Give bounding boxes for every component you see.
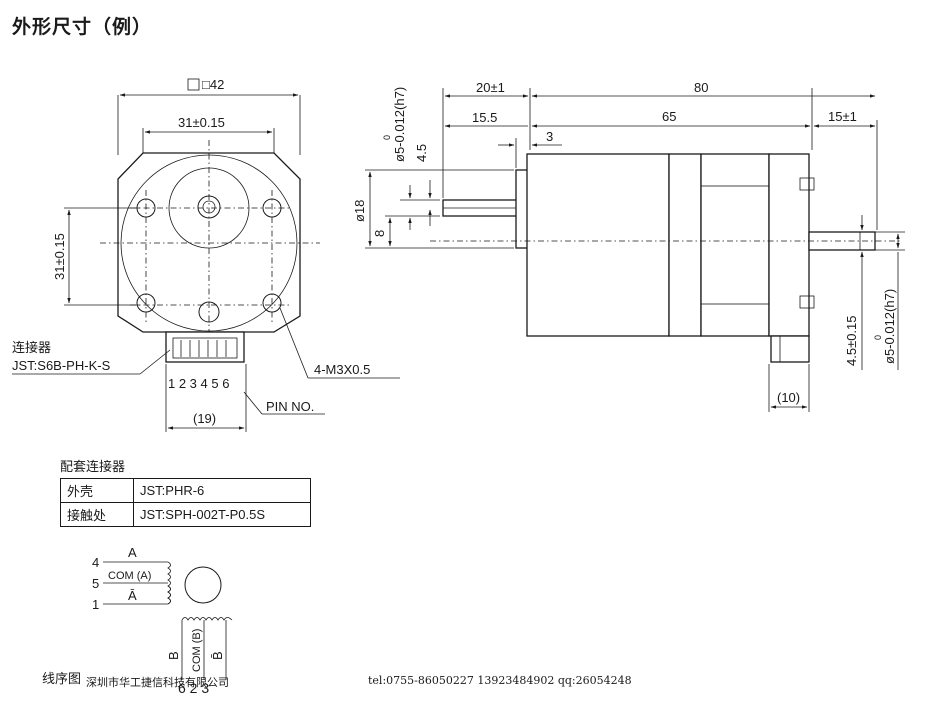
side-view: 20±1 80 15.5 65 15±1 3 ø18 8 ø5-0.012(h7… xyxy=(352,80,905,412)
connector-depth-label: (10) xyxy=(777,390,800,405)
phase-b-label: B xyxy=(166,651,181,660)
pin-numbers: 1 2 3 4 5 6 xyxy=(168,376,229,391)
hole-pitch-horizontal-label: 31±0.15 xyxy=(178,115,225,130)
dim-8-label: 8 xyxy=(372,230,387,237)
connector-label: 连接器 xyxy=(12,340,51,356)
connector-width-label: (19) xyxy=(193,411,216,426)
wiring-diagram: 4 5 1 A COM (A) Ā B COM (B) B̄ 6 2 3 线序图 xyxy=(42,545,233,696)
flat-depth-label: 4.5 xyxy=(414,144,429,162)
shaft-diameter-rear-label: ø5-0.012(h7) xyxy=(882,289,897,364)
rear-flat-label: 4.5±0.15 xyxy=(844,315,859,366)
table-row: 接触处 JST:SPH-002T-P0.5S xyxy=(60,502,311,527)
boss-diameter-label: ø18 xyxy=(352,200,367,222)
total-length-label: 80 xyxy=(694,80,708,95)
phase-b-bar-label: B̄ xyxy=(210,651,225,660)
rotor-circle xyxy=(184,566,222,604)
boss-height-label: 3 xyxy=(546,129,553,144)
wiring-caption: 线序图 xyxy=(42,672,81,687)
shaft-diameter-front-tolerance: 0 xyxy=(382,135,392,140)
front-view: □42 31±0.15 31±0.15 xyxy=(12,77,400,432)
table-cell-name: 接触处 xyxy=(60,502,134,527)
wire-4-label: 4 xyxy=(92,555,99,570)
body-length-label: 65 xyxy=(662,109,676,124)
pin-number-label: PIN NO. xyxy=(266,399,314,414)
connector-model: JST:S6B-PH-K-S xyxy=(12,358,111,373)
hole-pitch-vertical-label: 31±0.15 xyxy=(52,233,67,280)
wire-5-label: 5 xyxy=(92,576,99,591)
wire-1-label: 1 xyxy=(92,597,99,612)
screw-label: 4-M3X0.5 xyxy=(314,362,370,377)
phase-a-bar-label: Ā xyxy=(128,588,137,603)
table-cell-value: JST:PHR-6 xyxy=(133,478,311,503)
frame-size-label: □42 xyxy=(202,77,224,92)
table-row: 外壳 JST:PHR-6 xyxy=(60,478,311,503)
connector xyxy=(165,331,245,363)
com-b-label: COM (B) xyxy=(191,629,203,672)
table-cell-value: JST:SPH-002T-P0.5S xyxy=(133,502,311,527)
shaft-diameter-rear-tolerance: 0 xyxy=(873,335,883,340)
footer-contact: tel:0755-86050227 13923484902 qq:2605424… xyxy=(368,674,632,687)
mating-connector-table: 外壳 JST:PHR-6 接触处 JST:SPH-002T-P0.5S xyxy=(60,478,311,527)
mating-connector-title: 配套连接器 xyxy=(60,460,126,475)
rear-shaft-length-label: 15±1 xyxy=(828,109,857,124)
shaft-diameter-front-label: ø5-0.012(h7) xyxy=(392,87,407,162)
square-symbol-icon xyxy=(187,78,200,91)
bottom-pin-labels: 6 2 3 xyxy=(178,680,209,696)
phase-a-label: A xyxy=(128,545,137,560)
shaft-length-label: 20±1 xyxy=(476,80,505,95)
flat-length-label: 15.5 xyxy=(472,110,497,125)
table-cell-name: 外壳 xyxy=(60,478,134,503)
footer-company: 深圳市华工捷信科技有限公司 xyxy=(86,676,229,689)
page-title: 外形尺寸（例） xyxy=(12,16,153,38)
com-a-label: COM (A) xyxy=(108,570,151,582)
